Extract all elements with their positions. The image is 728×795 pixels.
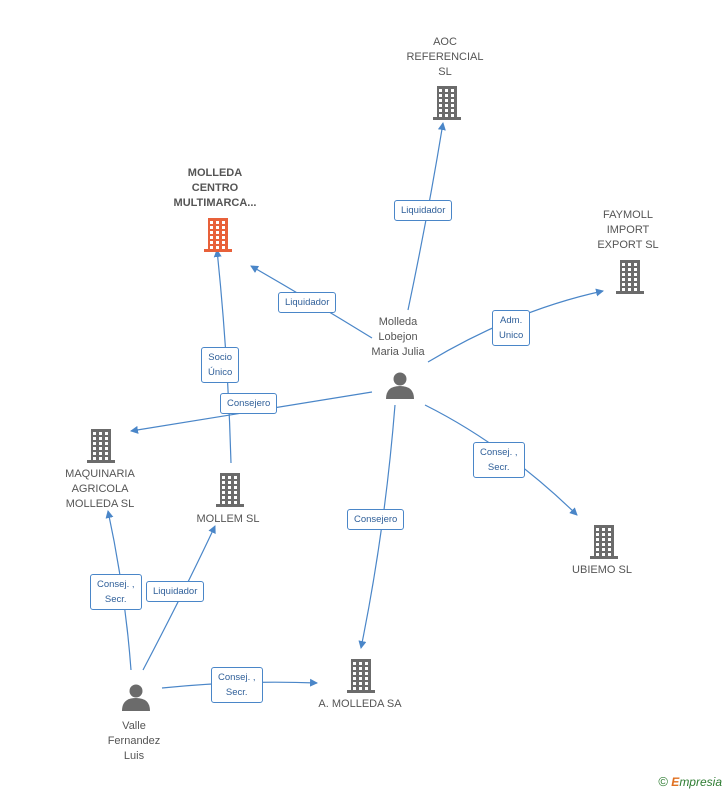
building-icon-maquinaria[interactable] bbox=[87, 429, 115, 463]
edge-label-valle-amolleda[interactable]: Consej. , Secr. bbox=[211, 667, 263, 703]
footer-brand: © Empresia bbox=[658, 774, 722, 789]
brand-logo-e: E bbox=[671, 775, 680, 789]
person-icon-maria[interactable] bbox=[386, 372, 414, 400]
node-label-maquinaria[interactable]: MAQUINARIA AGRICOLA MOLLEDA SL bbox=[65, 468, 135, 510]
building-icon-amolleda[interactable] bbox=[347, 659, 375, 693]
edge-label-maria-aoc[interactable]: Liquidador bbox=[394, 200, 453, 221]
building-icon-aoc[interactable] bbox=[433, 86, 461, 120]
edge-label-maria-ubiemo[interactable]: Consej. , Secr. bbox=[473, 442, 525, 478]
node-label-amolleda[interactable]: A. MOLLEDA SA bbox=[318, 698, 402, 710]
node-label-valle[interactable]: Valle Fernandez Luis bbox=[107, 720, 161, 762]
person-icon-valle[interactable] bbox=[122, 684, 150, 712]
brand-name: mpresia bbox=[679, 775, 722, 789]
edge-label-maria-amolleda[interactable]: Consejero bbox=[347, 509, 405, 530]
node-label-maria[interactable]: Molleda Lobejon Maria Julia bbox=[371, 316, 425, 358]
node-icons bbox=[87, 86, 644, 711]
building-icon-molleda-centro[interactable] bbox=[204, 218, 232, 252]
edge-label-maria-maquinaria[interactable]: Consejero bbox=[220, 393, 278, 414]
building-icon-ubiemo[interactable] bbox=[590, 525, 618, 559]
edge-label-maria-faymoll[interactable]: Adm. Unico bbox=[492, 310, 531, 346]
edge-label-valle-mollem[interactable]: Liquidador bbox=[146, 581, 205, 602]
edge-label-valle-maquinaria[interactable]: Consej. , Secr. bbox=[90, 574, 142, 610]
copyright-symbol: © bbox=[658, 774, 668, 789]
node-label-faymoll[interactable]: FAYMOLL IMPORT EXPORT SL bbox=[597, 209, 659, 251]
building-icon-faymoll[interactable] bbox=[616, 260, 644, 294]
edge-label-mollem-molleda[interactable]: Socio Único bbox=[201, 347, 240, 383]
node-label-molleda-centro[interactable]: MOLLEDA CENTRO MULTIMARCA... bbox=[173, 167, 257, 209]
node-label-mollem[interactable]: MOLLEM SL bbox=[196, 513, 260, 525]
edge-label-maria-molleda[interactable]: Liquidador bbox=[278, 292, 337, 313]
node-label-ubiemo[interactable]: UBIEMO SL bbox=[572, 564, 632, 576]
building-icon-mollem[interactable] bbox=[216, 473, 244, 507]
node-label-aoc[interactable]: AOC REFERENCIAL SL bbox=[406, 36, 484, 78]
